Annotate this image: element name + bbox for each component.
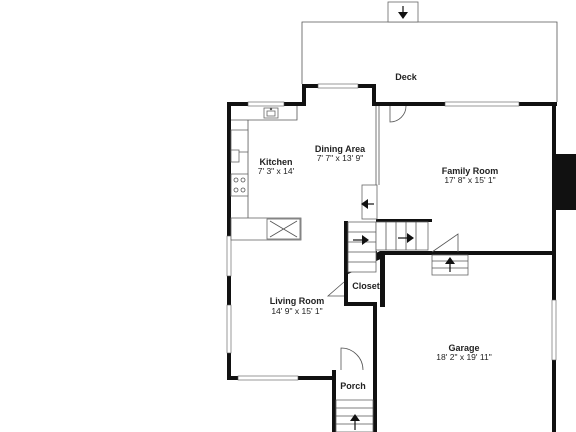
family-room-dims: 17' 8" x 15' 1" [444, 175, 495, 185]
living-room-dims: 14' 9" x 15' 1" [271, 306, 322, 316]
dining-area-dims: 7' 7" x 13' 9" [317, 153, 364, 163]
family-room-label: Family Room [442, 166, 499, 176]
deck-label: Deck [395, 72, 418, 82]
dishwasher [230, 149, 240, 163]
arrow-right-icon [398, 233, 414, 243]
stove-icon [230, 173, 249, 197]
porch-label: Porch [340, 381, 366, 391]
windows [226, 83, 557, 381]
railing-post [361, 184, 378, 220]
sink-icon [263, 107, 279, 119]
kitchen-dims: 7' 3" x 14' [258, 166, 295, 176]
arrow-up-icon [445, 257, 455, 272]
garage-dims: 18' 2" x 19' 11" [436, 352, 491, 362]
room-labels: Deck Dining Area 7' 7" x 13' 9" Kitchen … [258, 72, 499, 391]
kitchen-label: Kitchen [259, 157, 292, 167]
doors [326, 105, 459, 371]
fridge [230, 129, 249, 153]
closet-label: Closet [352, 281, 380, 291]
island [230, 217, 302, 241]
living-room-label: Living Room [270, 296, 325, 306]
deck-outline [301, 1, 558, 102]
partition [361, 106, 380, 220]
garage-label: Garage [448, 343, 479, 353]
kitchen-fixtures [230, 106, 302, 241]
dining-area-label: Dining Area [315, 144, 366, 154]
arrow-left-icon [361, 199, 374, 209]
arrow-right-icon [353, 235, 369, 245]
arrow-down-icon [398, 6, 408, 19]
arrow-up-icon [350, 414, 360, 430]
